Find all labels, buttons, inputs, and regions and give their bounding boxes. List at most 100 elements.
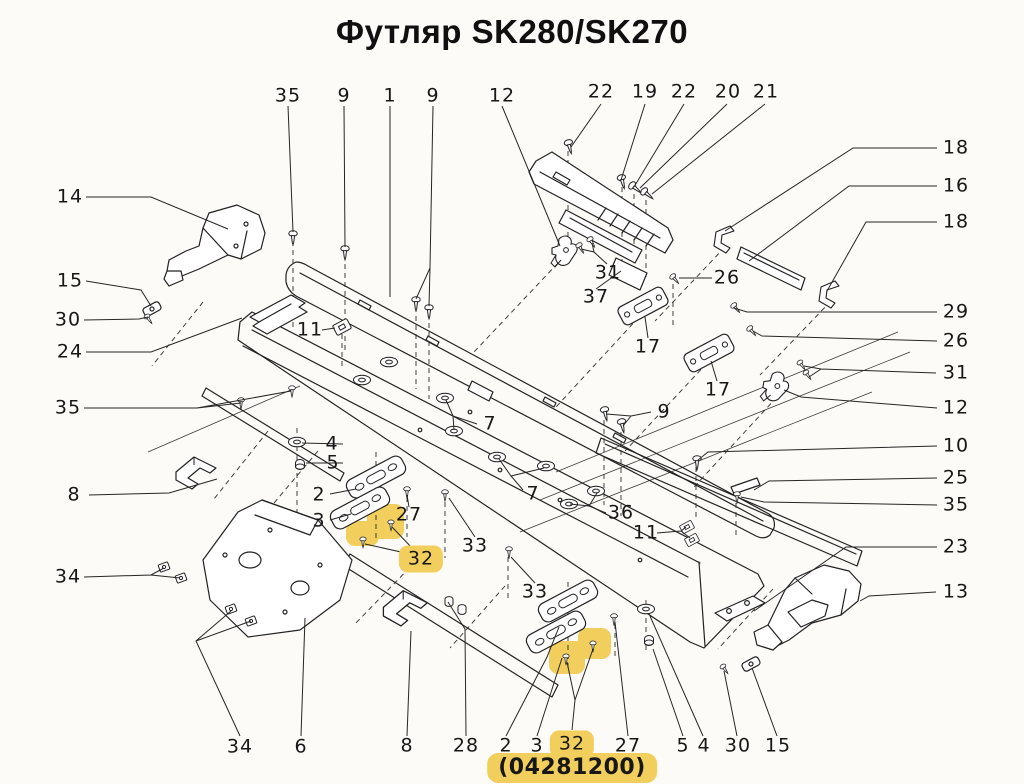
part-spacer-28 (457, 604, 467, 615)
part-top-rail (285, 261, 776, 539)
part-hinge-12-right (759, 369, 792, 406)
callout-15: 15 (764, 734, 792, 757)
callout-20: 20 (714, 80, 742, 103)
part-washer-7 (488, 451, 506, 463)
part-latch-17 (615, 284, 671, 328)
callout-15: 15 (56, 269, 84, 292)
callout-17: 17 (634, 335, 662, 358)
callout-27: 27 (395, 503, 423, 526)
part-plate-15 (142, 301, 162, 317)
callout-6: 6 (294, 735, 308, 758)
dashed-lines (151, 151, 832, 668)
callout-32: 32 (398, 545, 444, 573)
callout-12: 12 (488, 84, 516, 107)
page-title: Футляр SK280/SK270 (335, 13, 689, 50)
callout-33: 33 (521, 580, 549, 603)
part-main-panels (201, 261, 863, 698)
part-left-rail (201, 387, 345, 482)
part-washer-4 (288, 436, 306, 448)
part-nut-5 (644, 635, 654, 646)
base-panel-holes (417, 409, 643, 563)
callout-4: 4 (697, 734, 711, 757)
callout-19: 19 (631, 80, 659, 103)
callout-3: 3 (530, 734, 544, 757)
callout-26: 26 (942, 329, 970, 352)
callout-9: 9 (426, 84, 440, 107)
callout-7: 7 (526, 482, 540, 505)
callout-5: 5 (326, 451, 340, 474)
callout-7: 7 (483, 412, 497, 435)
part-end-cap-13 (753, 564, 862, 651)
screw-22 (563, 138, 576, 156)
callout-9: 9 (337, 84, 351, 107)
parts-layer (142, 138, 862, 676)
callout-18: 18 (942, 210, 970, 233)
part-washer (380, 356, 398, 368)
part-bracket-18 (713, 225, 735, 254)
part-plate-6 (202, 499, 353, 638)
part-washer (353, 374, 371, 386)
callout-36: 36 (607, 501, 635, 524)
part-end-cap-14 (163, 204, 266, 287)
part-spacer-28 (444, 596, 454, 607)
callout-8: 8 (67, 483, 81, 506)
callout-8: 8 (400, 734, 414, 757)
part-bottom-rail (343, 553, 559, 698)
part-code-label: (04281200) (487, 753, 657, 783)
screw-21 (638, 185, 656, 203)
callout-2: 2 (499, 734, 513, 757)
callout-28: 28 (452, 734, 480, 757)
callout-3: 3 (312, 509, 326, 532)
callout-18: 18 (942, 136, 970, 159)
callout-23: 23 (942, 535, 970, 558)
callout-22: 22 (670, 80, 698, 103)
callout-16: 16 (942, 174, 970, 197)
screw-33 (441, 489, 449, 502)
part-washer-36 (560, 498, 578, 510)
callout-35: 35 (274, 84, 302, 107)
callout-2: 2 (312, 483, 326, 506)
screw-33 (505, 546, 513, 559)
callout-22: 22 (587, 80, 615, 103)
callout-9: 9 (657, 400, 671, 423)
screw-26 (745, 324, 759, 338)
part-nut-5 (295, 459, 305, 470)
screw-9 (424, 304, 434, 320)
callout-21: 21 (752, 80, 780, 103)
part-strip-25 (730, 477, 761, 495)
top-rail-slots (357, 299, 627, 444)
part-bar-16 (736, 246, 806, 291)
callout-35: 35 (942, 493, 970, 516)
callout-29: 29 (942, 300, 970, 323)
callout-33: 33 (461, 534, 489, 557)
callout-11: 11 (632, 521, 660, 544)
callout-34: 34 (54, 565, 82, 588)
callout-13: 13 (942, 580, 970, 603)
part-handle-assembly (528, 151, 674, 264)
part-clip-11 (331, 317, 353, 337)
callout-31: 31 (942, 361, 970, 384)
part-washer-4 (637, 603, 655, 615)
callout-31: 31 (594, 261, 622, 284)
callout-37: 37 (582, 285, 610, 308)
leader-lines (83, 103, 938, 737)
callout-1: 1 (383, 84, 397, 107)
screw-9 (599, 405, 612, 422)
callout-5: 5 (676, 734, 690, 757)
highlight-patch (346, 521, 379, 546)
callout-26: 26 (713, 266, 741, 289)
screw-35 (288, 230, 298, 246)
callout-30: 30 (724, 734, 752, 757)
part-latch-17 (681, 331, 737, 375)
part-card-37 (608, 257, 648, 291)
callout-35: 35 (54, 396, 82, 419)
callout-30: 30 (54, 308, 82, 331)
screw-27 (610, 613, 618, 626)
part-channel-8 (175, 456, 217, 490)
part-hinge-12-left (550, 235, 578, 268)
callout-34: 34 (226, 735, 254, 758)
part-right-rail (595, 437, 863, 567)
part-plate-15 (741, 656, 761, 672)
